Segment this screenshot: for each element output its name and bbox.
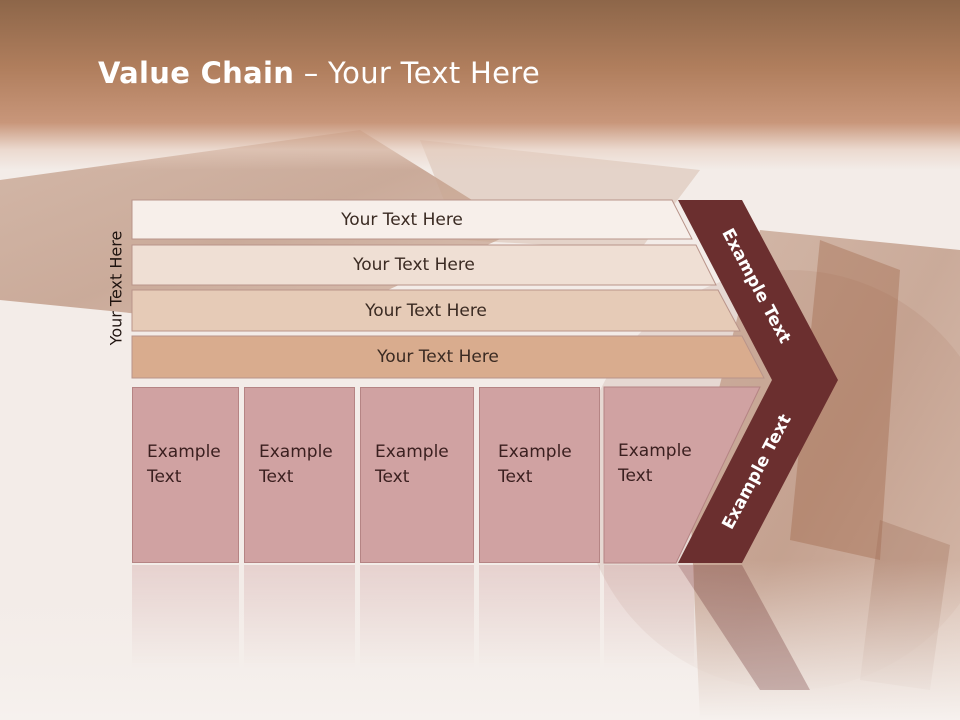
side-label: Your Text Here	[106, 230, 126, 346]
title-rest: – Your Text Here	[294, 56, 540, 90]
row-3: Your Text Here	[132, 290, 740, 331]
row-4-label: Your Text Here	[377, 347, 499, 367]
row-2: Your Text Here	[132, 245, 716, 285]
column-3: Example Text	[360, 387, 474, 563]
column-5-reflection	[604, 565, 694, 695]
column-3-line2: Text	[375, 467, 410, 487]
row-2-label: Your Text Here	[353, 255, 475, 275]
row-1-label: Your Text Here	[341, 209, 463, 230]
title-bold: Value Chain	[98, 56, 295, 90]
column-3-line1: Example	[375, 442, 449, 462]
slide-title: Value Chain – Your Text Here	[98, 56, 540, 90]
column-1-line2: Text	[147, 467, 182, 487]
column-2-reflection	[244, 565, 355, 695]
column-1-line1: Example	[147, 442, 221, 462]
column-4-reflection	[479, 565, 600, 695]
row-1: Your Text Here	[132, 200, 692, 239]
column-5-line2: Text	[618, 466, 653, 486]
column-5: Example Text	[604, 387, 692, 563]
column-4: Example Text	[479, 387, 600, 563]
column-1: Example Text	[132, 387, 239, 563]
column-3-reflection	[360, 565, 474, 695]
column-2: Example Text	[244, 387, 355, 563]
row-4: Your Text Here	[132, 336, 764, 378]
column-2-line1: Example	[259, 442, 333, 462]
row-3-label: Your Text Here	[365, 300, 487, 321]
header-band	[0, 0, 960, 170]
column-4-line2: Text	[498, 467, 533, 487]
column-4-line1: Example	[498, 442, 572, 462]
column-5-line1: Example	[618, 441, 692, 461]
column-1-reflection	[132, 565, 239, 695]
column-2-line2: Text	[259, 467, 294, 487]
